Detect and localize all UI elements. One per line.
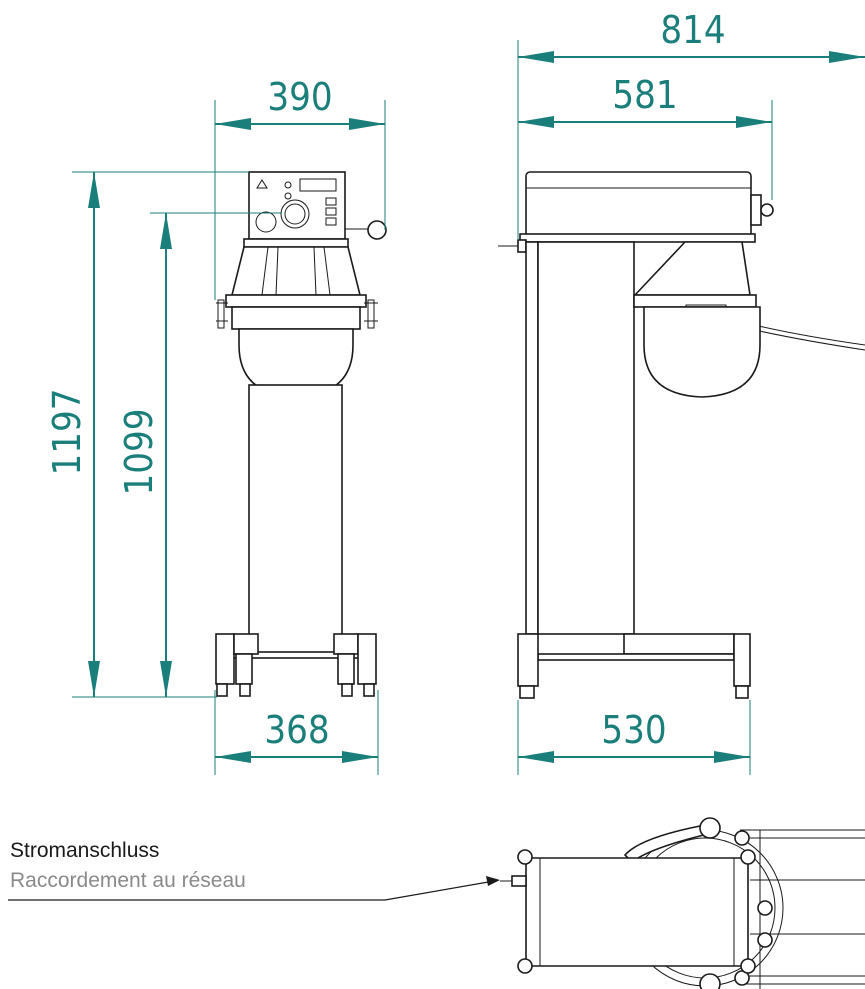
side-view [498,171,865,699]
power-connection-callout [8,876,500,901]
top-view [500,817,865,989]
label-power-de: Stromanschluss [10,839,159,862]
dim-side-width-total: 814 [660,8,725,52]
dimension-lines [72,40,865,775]
dim-front-height-total: 1197 [45,389,89,476]
dim-side-width-base: 530 [601,708,666,752]
dim-front-width-top: 390 [267,75,332,119]
front-view [215,171,387,697]
label-power-fr: Raccordement au réseau [10,869,246,892]
dim-front-height-arm: 1099 [117,409,161,496]
dim-front-width-base: 368 [264,708,329,752]
dim-side-width-body: 581 [612,73,677,117]
